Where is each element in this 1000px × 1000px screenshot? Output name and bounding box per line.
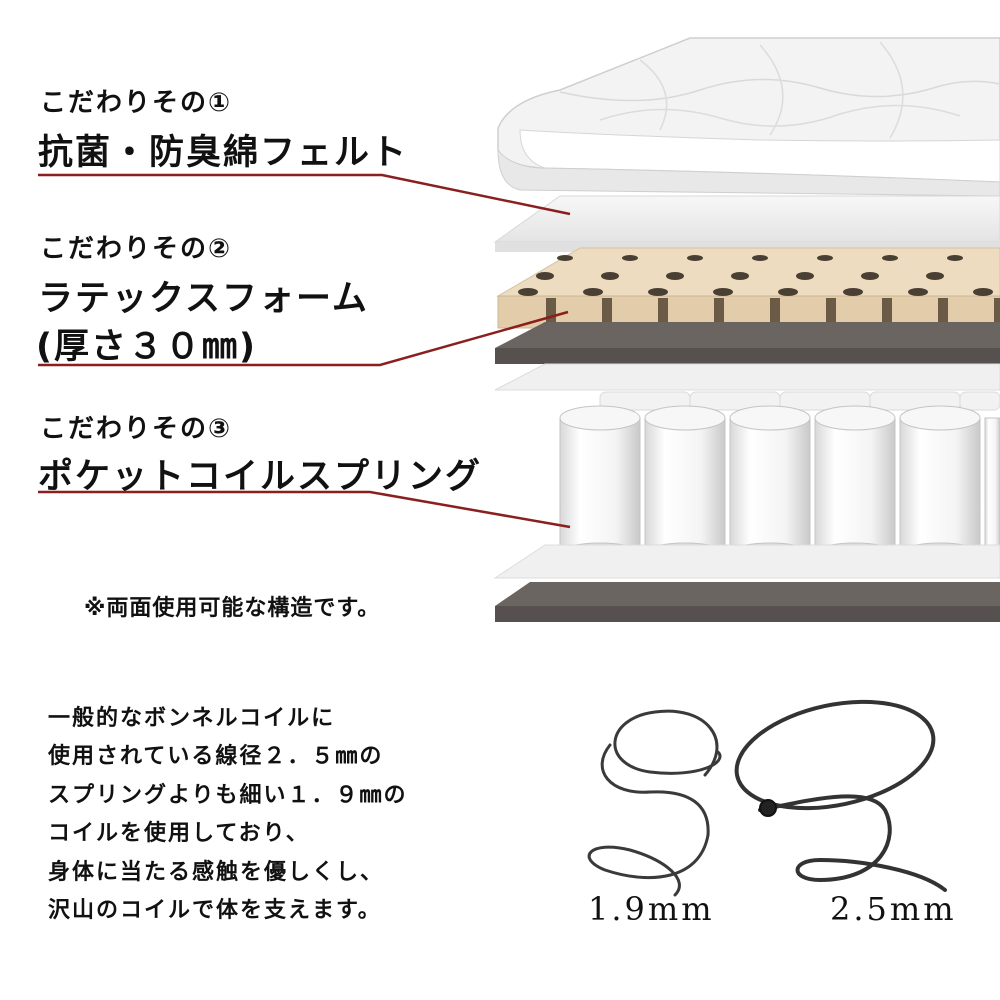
description-line: 沢山のコイルで体を支えます。 <box>48 898 382 924</box>
description-line: スプリングよりも細い１．９㎜の <box>48 782 408 808</box>
feature-2-title: ラテックスフォーム <box>38 279 369 319</box>
coil-description: 一般的なボンネルコイルに 使用されている線径２．５㎜の スプリングよりも細い１．… <box>48 700 408 930</box>
pocket-coil-layer <box>559 391 1000 564</box>
coil-1-9mm-illustration <box>587 709 722 897</box>
latex-foam-layer <box>496 247 1000 329</box>
coil-1-9mm-label: 1.9mm <box>588 890 715 928</box>
quilted-top-cover <box>497 37 1000 197</box>
dark-felt-layer-bottom <box>495 582 1000 622</box>
white-sheet-layer-bottom <box>493 544 1000 579</box>
feature-2-kicker: こだわりその② <box>40 234 233 264</box>
description-line: 使用されている線径２．５㎜の <box>48 744 384 770</box>
feature-3-title: ポケットコイルスプリング <box>38 457 483 497</box>
feature-1-title: 抗菌・防臭綿フェルト <box>38 133 409 173</box>
coil-2-5mm-label: 2.5mm <box>830 890 957 928</box>
callout-lines <box>38 173 571 529</box>
feature-2-subtitle: (厚さ３０㎜) <box>36 327 257 367</box>
description-line: 身体に当たる感触を優しくし、 <box>48 859 385 885</box>
dark-felt-layer-top <box>495 322 1000 364</box>
description-line: 一般的なボンネルコイルに <box>48 706 336 731</box>
white-sheet-layer-top <box>494 363 1000 391</box>
description-line: コイルを使用しており、 <box>48 821 310 847</box>
antibacterial-felt-layer <box>493 195 1000 252</box>
feature-1-kicker: こだわりその① <box>40 88 233 118</box>
coil-2-5mm-illustration <box>734 699 947 892</box>
feature-3-kicker: こだわりその③ <box>40 414 233 444</box>
double-sided-note: ※両面使用可能な構造です。 <box>84 596 381 621</box>
